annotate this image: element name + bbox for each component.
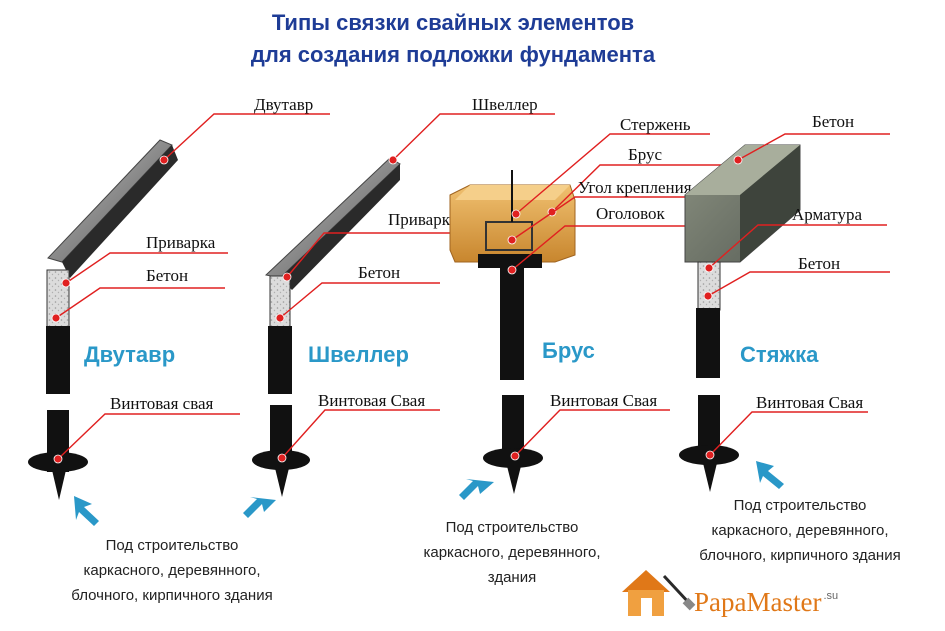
panel-title-tie-beam: Стяжка: [740, 342, 819, 367]
panel-title-timber: Брус: [542, 338, 595, 363]
label-screw-pile-4: Винтовая Свая: [756, 393, 863, 412]
caption-1-line-1: Под строительство: [106, 537, 239, 554]
pointer-arrow-2: [243, 497, 276, 518]
panel-channel: Швеллер Приварка Бетон Винтовая Свая Шве…: [243, 95, 555, 518]
caption-1-line-3: блочного, кирпичного здания: [71, 587, 272, 604]
caption-1-line-2: каркасного, деревянного,: [83, 562, 260, 579]
label-channel: Швеллер: [472, 95, 538, 114]
panel-title-i-beam: Двутавр: [84, 342, 175, 367]
panel-tie-beam: Бетон Арматура Бетон Винтовая Свая Стяжк…: [679, 112, 901, 564]
label-pile-cap: Оголовок: [596, 204, 665, 223]
brand-name: PapaMaster.su: [694, 587, 838, 617]
panel-i-beam: Двутавр Приварка Бетон Винтовая свая Дву…: [28, 95, 330, 604]
label-screw-pile-1: Винтовая свая: [110, 394, 214, 413]
label-screw-pile-2: Винтовая Свая: [318, 391, 425, 410]
label-timber: Брус: [628, 145, 663, 164]
pointer-arrow-1: [74, 496, 99, 526]
caption-4-line-3: блочного, кирпичного здания: [699, 547, 900, 564]
label-i-beam: Двутавр: [254, 95, 313, 114]
title-line-2: для создания подложки фундамента: [251, 42, 656, 67]
label-rebar: Арматура: [792, 205, 862, 224]
caption-3-line-2: каркасного, деревянного,: [423, 544, 600, 561]
pointer-arrow-4: [756, 461, 784, 489]
concrete-beam-illustration: [679, 144, 801, 492]
brand-suffix: .su: [823, 590, 838, 602]
house-icon: [622, 570, 696, 616]
label-concrete-2: Бетон: [358, 263, 400, 282]
panel-timber: Стержень Брус Угол крепления Оголовок Ви…: [423, 115, 725, 586]
caption-4-line-1: Под строительство: [734, 497, 867, 514]
timber-illustration: [449, 170, 576, 494]
label-concrete-1: Бетон: [146, 266, 188, 285]
caption-4-line-2: каркасного, деревянного,: [711, 522, 888, 539]
label-rod: Стержень: [620, 115, 691, 134]
panel-title-channel: Швеллер: [308, 342, 409, 367]
label-welding-2: Приварка: [388, 210, 458, 229]
label-welding-1: Приварка: [146, 233, 216, 252]
channel-illustration: [252, 157, 401, 497]
title-line-1: Типы связки свайных элементов: [272, 10, 634, 35]
pointer-arrow-3: [459, 479, 494, 500]
label-concrete-4: Бетон: [798, 254, 840, 273]
caption-3-line-1: Под строительство: [446, 519, 579, 536]
i-beam-illustration: [28, 139, 178, 500]
caption-3-line-3: здания: [488, 569, 536, 586]
brand-logo: PapaMaster.su: [622, 570, 838, 617]
label-concrete-beam: Бетон: [812, 112, 854, 131]
label-screw-pile-3: Винтовая Свая: [550, 391, 657, 410]
brand-wordmark: PapaMaster: [694, 587, 821, 617]
label-mounting-angle: Угол крепления: [578, 178, 692, 197]
